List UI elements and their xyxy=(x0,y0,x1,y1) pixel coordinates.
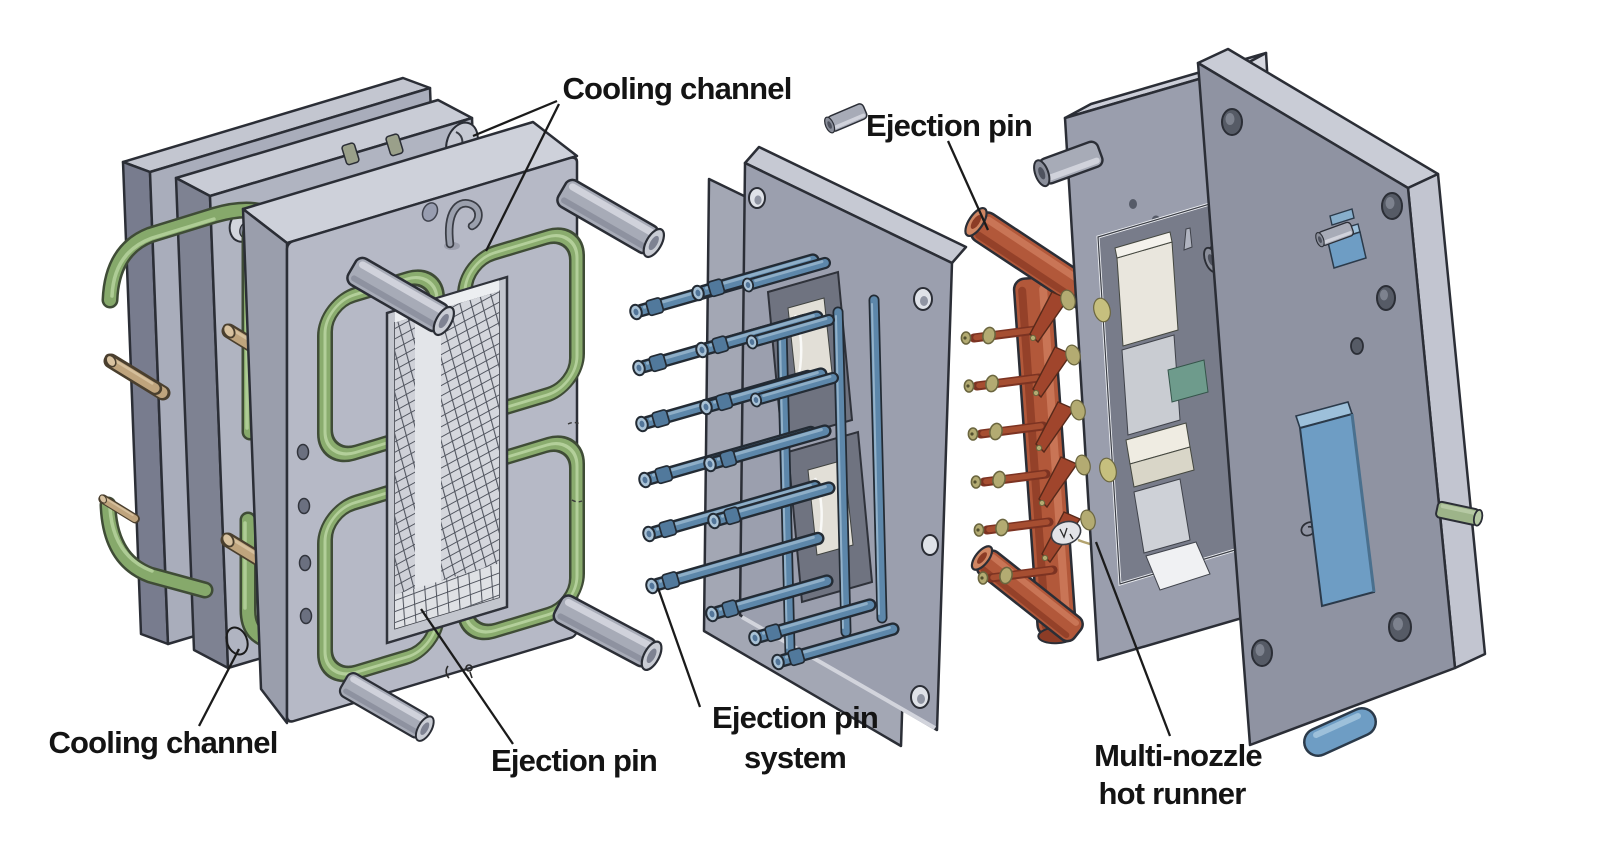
leader-cooling-top-b xyxy=(484,103,561,252)
label-multi-nozzle-line2: hot runner xyxy=(1099,776,1247,811)
insert-teal xyxy=(1167,359,1209,403)
bolt-hole-row xyxy=(296,443,313,625)
label-cooling-channel-top: Cooling channel xyxy=(562,71,791,106)
scribble xyxy=(567,421,583,503)
label-ejection-pin-system-line1: Ejection pin xyxy=(712,700,878,735)
bolt-hole xyxy=(748,187,939,709)
nozzle-seats xyxy=(1060,289,1117,531)
leader-lines xyxy=(197,99,1172,745)
label-multi-nozzle-line1: Multi-nozzle xyxy=(1094,738,1262,773)
label-ejection-pin-bottom: Ejection pin xyxy=(491,743,657,778)
clamping-plate-right xyxy=(1196,47,1487,747)
bolt-hole xyxy=(1221,108,1412,667)
annotation-circle xyxy=(225,626,249,656)
top-face-hole xyxy=(421,202,439,222)
cavity-plate xyxy=(241,120,585,725)
labels: Cooling channel Ejection pin Cooling cha… xyxy=(48,71,1263,811)
core-plate xyxy=(1060,51,1301,662)
cooling-fitting-hook xyxy=(444,199,483,250)
channel-clip xyxy=(385,133,404,157)
mold-cavity xyxy=(385,275,509,645)
leader-ejection-top xyxy=(946,140,990,231)
stop-pin-green xyxy=(1435,500,1484,527)
leader-cooling-top-a xyxy=(472,99,558,138)
leader-multi-nozzle xyxy=(1094,541,1172,737)
scribble xyxy=(445,664,473,679)
leader-ejection-bottom xyxy=(420,608,514,745)
guide-pin xyxy=(821,101,870,136)
leader-cooling-bottom xyxy=(197,648,241,727)
hot-runner-manifold xyxy=(961,207,1199,645)
label-ejection-pin-top: Ejection pin xyxy=(866,108,1032,143)
leader-ejection-system xyxy=(656,587,702,708)
spacer-block xyxy=(1294,208,1377,757)
label-ejection-pin-system-line2: system xyxy=(744,740,846,775)
label-cooling-channel-bottom: Cooling channel xyxy=(48,725,277,760)
molded-part xyxy=(1114,227,1211,591)
channel-clip xyxy=(341,142,360,166)
